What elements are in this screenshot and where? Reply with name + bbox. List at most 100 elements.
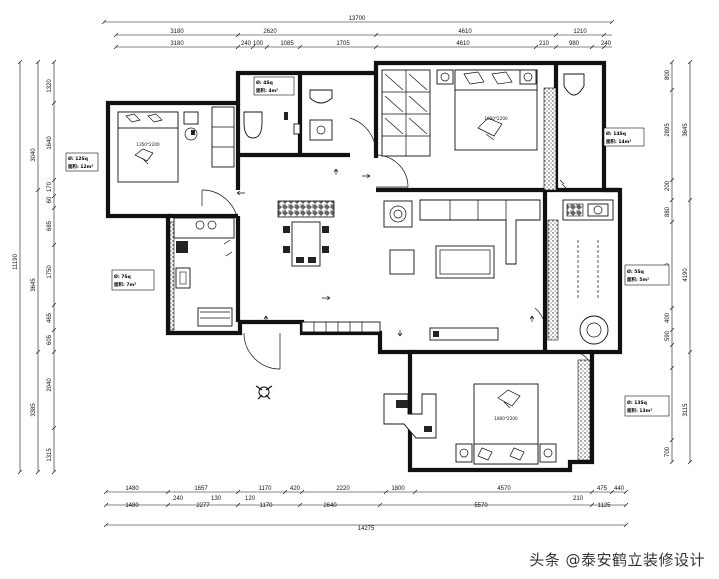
washbasin	[309, 119, 333, 141]
svg-text:Ø: 12Sq: Ø: 12Sq	[68, 155, 88, 162]
wardrobe-hatch-1	[543, 87, 557, 191]
dim-top-row2-label: 240	[601, 41, 612, 47]
dimension-tick	[51, 327, 57, 333]
dimension-tick	[669, 342, 675, 348]
dim-top-row1-label: 4610	[458, 29, 472, 35]
dimension-tick	[669, 305, 675, 311]
dim-bot-row2-label: 1125	[598, 503, 612, 509]
dim-bot-row1-label: 2220	[336, 486, 350, 492]
wardrobe-a	[211, 106, 235, 168]
dimension-tick	[601, 32, 607, 38]
dimension-tick	[51, 177, 57, 183]
dimension-tick	[609, 19, 615, 25]
dimension-tick	[373, 32, 379, 38]
dining	[277, 200, 335, 267]
dimension-tick	[235, 44, 241, 50]
dimension-tick	[553, 32, 559, 38]
dimension-tick	[235, 32, 241, 38]
dim-right-col2-label: 200	[665, 180, 671, 191]
dim-top-row1-label: 2620	[263, 29, 277, 35]
dim-bot-row1-label: 440	[614, 486, 625, 492]
dim-bot-row1-label: 420	[290, 486, 301, 492]
dimension-tick	[35, 59, 41, 65]
dim-left-col2-label: 170	[47, 181, 53, 192]
bedroom-a: 1350*2200	[117, 106, 235, 183]
dim-top-row2-label: 4610	[456, 41, 470, 47]
dim-right-col2-label: 800	[665, 69, 671, 80]
dimension-tick	[669, 177, 675, 183]
toilet-1	[243, 111, 263, 139]
dim-bot-row1-label: 1170	[259, 486, 273, 492]
dim-bot-row2-label: 5570	[474, 503, 488, 509]
dim-bot-row1x-label: 130	[211, 496, 222, 502]
dimension-tick	[165, 502, 171, 508]
dim-bot-row1-label: 1657	[194, 486, 208, 492]
dimension-tick	[687, 59, 693, 65]
dimension-tick	[383, 489, 389, 495]
dining-sideboard	[277, 200, 335, 218]
balcony	[562, 199, 614, 345]
kitchen-window-hatch	[169, 221, 175, 331]
dim-left-col2-label: 605	[47, 334, 53, 345]
svg-text:Ø: 14Sq: Ø: 14Sq	[606, 130, 626, 137]
dimension-tick	[101, 19, 107, 25]
nightstand-a	[183, 111, 199, 125]
dimension-tick	[297, 44, 303, 50]
dimension-tick	[609, 489, 615, 495]
dim-left-col2-label: 465	[47, 312, 53, 323]
svg-text:面积: 4m²: 面积: 4m²	[256, 87, 278, 94]
dimension-tick	[51, 349, 57, 355]
bed-a-size: 1350*2200	[136, 142, 160, 147]
dim-bot-row1-label: 1480	[125, 486, 139, 492]
dimension-tick	[51, 425, 57, 431]
dim-bot-row1x-label: 240	[173, 496, 184, 502]
side-table	[383, 200, 413, 228]
dimension-tick	[51, 302, 57, 308]
dimension-tick	[113, 44, 119, 50]
dim-left-col2-label: 60	[47, 196, 53, 203]
dim-top-row2-label: 3180	[170, 41, 184, 47]
entrance-symbol	[255, 385, 273, 400]
toilet-2	[309, 89, 333, 104]
svg-text:Ø: 4Sq: Ø: 4Sq	[256, 79, 273, 86]
coffee-table	[435, 245, 495, 279]
dimension-tick	[669, 365, 675, 371]
dim-right-col1-label: 3115	[683, 403, 689, 417]
dim-right-col1-label: 3645	[683, 123, 689, 137]
svg-text:面积: 12m²: 面积: 12m²	[68, 163, 93, 170]
living-room	[301, 199, 541, 341]
svg-text:Ø: 7Sq: Ø: 7Sq	[114, 273, 131, 280]
dim-right-col2-label: 880	[665, 206, 671, 217]
toilet-3	[563, 73, 585, 96]
dimension-tick	[669, 87, 675, 93]
dim-top-row1-label: 3180	[170, 29, 184, 35]
balcony-hatch	[577, 359, 591, 461]
dimension-tick	[103, 522, 109, 528]
dimension-tick	[17, 59, 23, 65]
dim-left-col2-label: 1750	[47, 265, 53, 279]
dim-right-col1-label: 4190	[683, 268, 689, 282]
bedroom-c: 1800*2200	[383, 383, 557, 465]
dimension-tick	[51, 100, 57, 106]
dimension-tick	[51, 469, 57, 475]
dim-left-col1-label: 3385	[31, 403, 37, 417]
dim-top-row2-label: 1705	[336, 41, 350, 47]
dim-right-col2-label: 590	[665, 330, 671, 341]
dimension-tick	[589, 44, 595, 50]
door-swings	[201, 117, 593, 371]
dimension-tick	[35, 187, 41, 193]
dimension-tick	[51, 242, 57, 248]
dim-bot-row1x-label: 120	[245, 496, 256, 502]
dimension-tick	[235, 489, 241, 495]
dim-bot-row1x-label: 210	[573, 496, 584, 502]
dim-top-row2-label: 100	[253, 41, 264, 47]
dim-left-col1-label: 3645	[31, 278, 37, 292]
svg-text:Ø: 13Sq: Ø: 13Sq	[627, 399, 647, 406]
dimension-tick	[589, 502, 595, 508]
dim-top-row1-label: 1210	[573, 29, 587, 35]
dimension-lines-right	[669, 59, 693, 465]
svg-text:面积: 5m²: 面积: 5m²	[627, 276, 649, 283]
circulation-arrows	[236, 168, 535, 337]
dim-bot-row2-label: 1480	[125, 503, 139, 509]
dimension-tick	[113, 32, 119, 38]
